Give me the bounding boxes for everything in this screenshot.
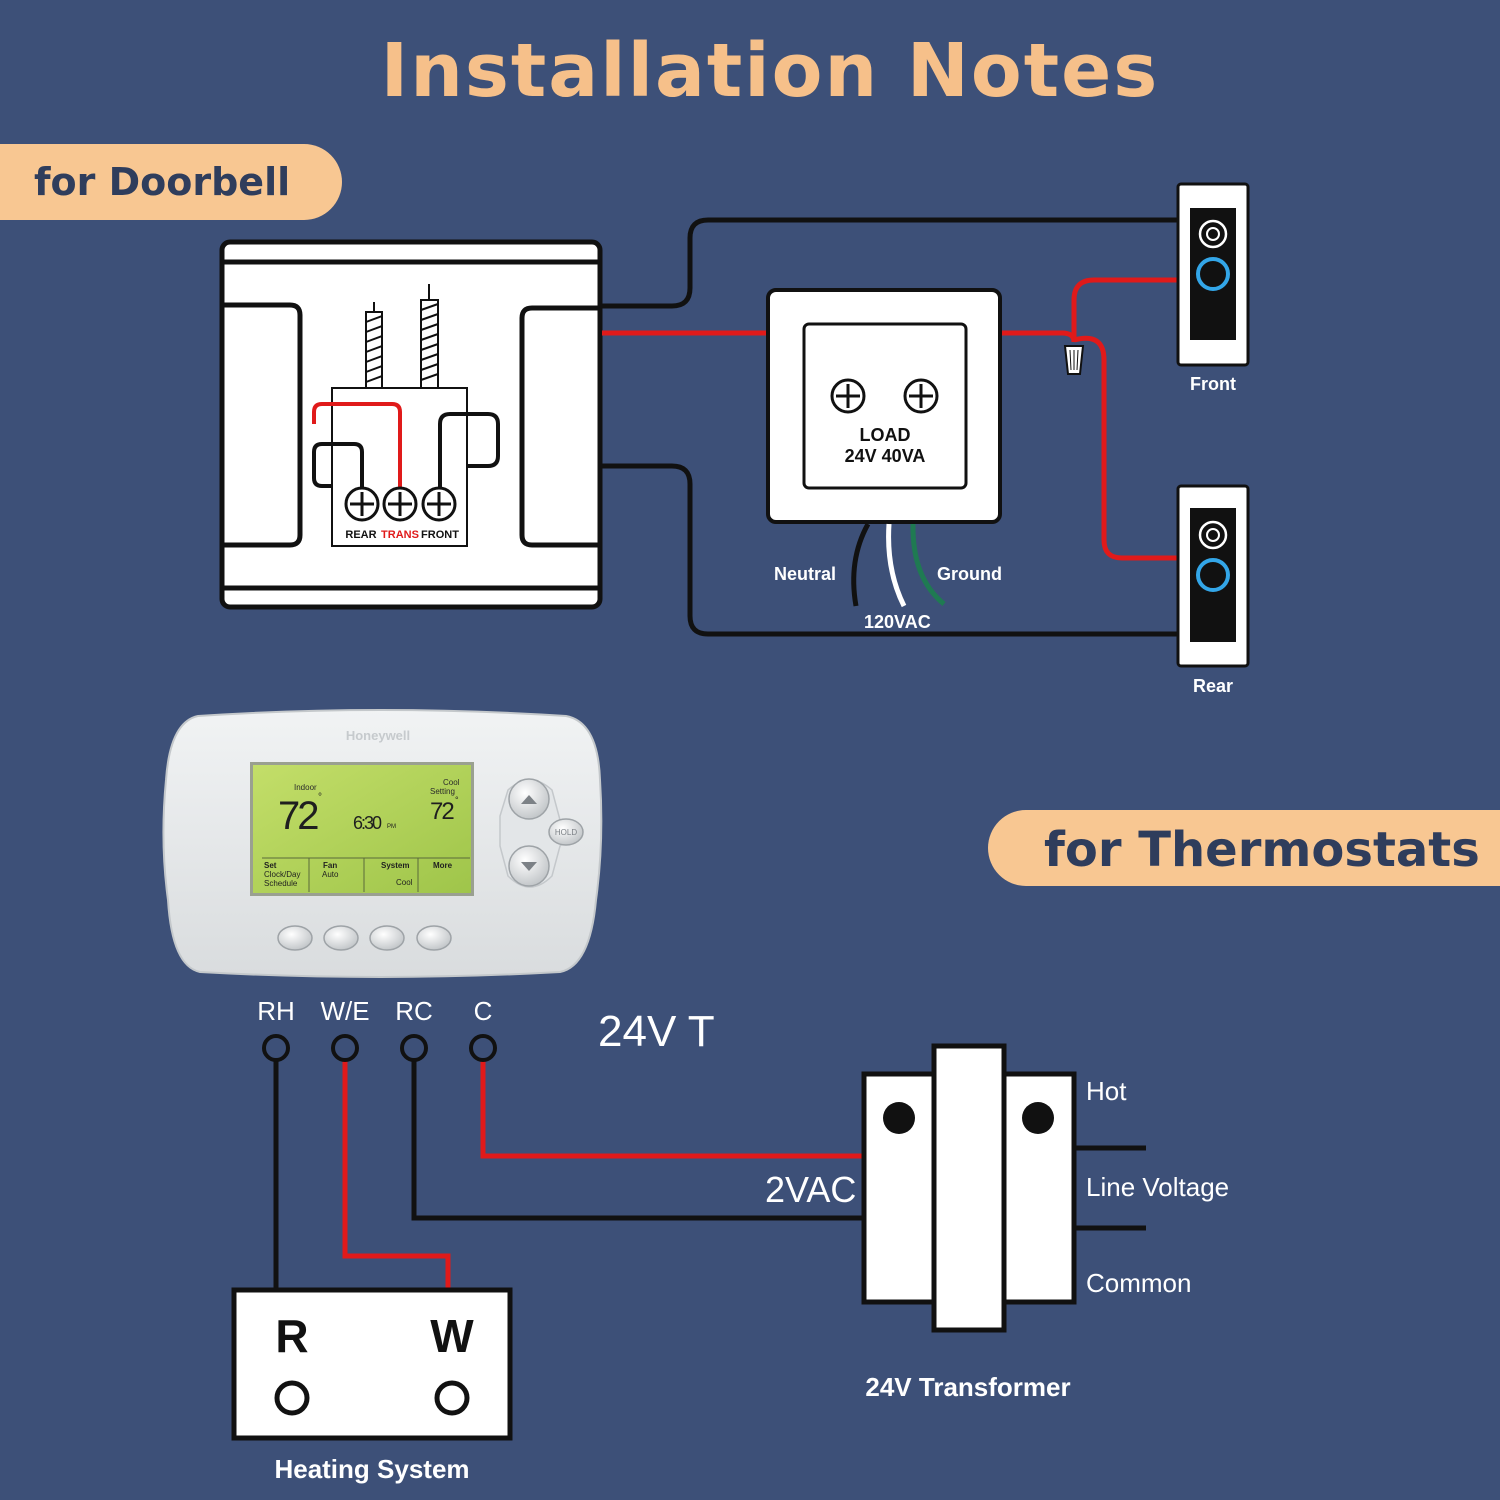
wire-rc-black [411,1060,866,1221]
chime-screw-front [421,486,457,522]
label-2vac: 2VAC [765,1169,856,1210]
terminal-label-rh: RH [257,996,295,1026]
terminal-label-c: C [474,996,493,1026]
menu-system-cool: Cool [396,878,413,887]
wire-chime-to-front-black [602,217,1180,309]
indoor-degree: ° [318,792,322,803]
thermostat-device: Honeywell Indoor 72 ° Cool Setting 72 ° … [162,709,603,978]
chime-plunger-right [420,284,439,389]
wire-nut [1063,345,1085,375]
heating-system-box: R W [231,1287,513,1441]
neutral-label: Neutral [774,564,836,584]
terminal-label-we: W/E [320,996,369,1026]
rear-doorbell [1176,484,1250,668]
setting-temp: 72 [430,798,454,825]
terminal-rc [400,1034,428,1062]
chime-plunger-left [365,302,383,389]
front-label: Front [1190,374,1236,394]
thermostat-section-badge: for Thermostats [988,810,1500,886]
ground-label: Ground [937,564,1002,584]
wire-nut-to-rear-red [1073,335,1180,561]
clock-display: 6:30 [353,813,382,833]
hold-button[interactable]: HOLD [548,818,584,846]
doorbell-section-label: for Doorbell [34,160,291,204]
transformer-rating-label: 24V 40VA [845,446,926,466]
chime-screw-trans [382,486,418,522]
setting-label-setting: Setting [430,787,455,796]
hot-wire-white [886,523,907,608]
rear-label: Rear [1193,676,1233,696]
wire-we-red [342,1060,451,1292]
common-label: Common [1086,1268,1191,1298]
menu-clock-day: Clock/Day [264,870,300,879]
setting-degree: ° [455,795,459,805]
chime-label-rear: REAR [345,529,376,541]
heating-r-label: R [275,1310,308,1362]
soft-button-1[interactable] [277,925,313,951]
chime-label-trans: TRANS [381,529,419,541]
front-doorbell [1176,182,1250,367]
heating-w-terminal [434,1380,470,1416]
hold-label: HOLD [555,828,577,837]
indoor-label: Indoor [294,783,317,792]
neutral-wire [851,522,871,607]
arrow-down-icon [521,862,537,871]
line-voltage-label: Line Voltage [1086,1172,1229,1202]
thermostat-section-label: for Thermostats [1044,822,1480,878]
terminal-label-rc: RC [395,996,433,1026]
wire-c-red [480,1060,866,1159]
thermostat-brand: Honeywell [346,728,410,743]
soft-button-3[interactable] [369,925,405,951]
heating-r-terminal [274,1380,310,1416]
terminal-we [331,1034,359,1062]
temp-down-button[interactable] [508,845,550,887]
doorbell-transformer: LOAD 24V 40VA [766,288,1002,524]
menu-set: Set [264,861,277,870]
menu-more: More [433,861,453,870]
menu-system: System [381,861,409,870]
page-title: Installation Notes [380,28,1160,114]
hot-label: Hot [1086,1076,1127,1106]
terminal-rh [262,1034,290,1062]
chime-screw-rear [344,486,380,522]
soft-button-4[interactable] [416,925,452,951]
terminal-c [469,1034,497,1062]
wire-nut-to-front-red [1071,277,1180,342]
wire-chime-to-rear-black [602,463,1180,637]
transformer-24v-label: 24V Transformer [865,1372,1070,1402]
chime-box: REAR TRANS FRONT [219,239,603,610]
arrow-up-icon [521,795,537,804]
indoor-temp: 72 [278,794,318,838]
chime-label-front: FRONT [421,529,459,541]
thermostat-transformer [861,1043,1077,1333]
doorbell-section-badge: for Doorbell [0,144,342,220]
ground-wire [910,523,946,606]
menu-fan: Fan [323,861,337,870]
voltage-120-label: 120VAC [864,612,931,632]
menu-schedule: Schedule [264,879,298,888]
label-24vt: 24V T [598,1007,715,1056]
temp-up-button[interactable] [508,778,550,820]
soft-button-2[interactable] [323,925,359,951]
transformer-load-label: LOAD [860,425,911,445]
clock-suffix: PM [387,824,396,830]
menu-fan-auto: Auto [322,870,339,879]
heating-w-label: W [430,1310,474,1362]
setting-label-cool: Cool [443,778,460,787]
heating-system-label: Heating System [274,1454,469,1484]
